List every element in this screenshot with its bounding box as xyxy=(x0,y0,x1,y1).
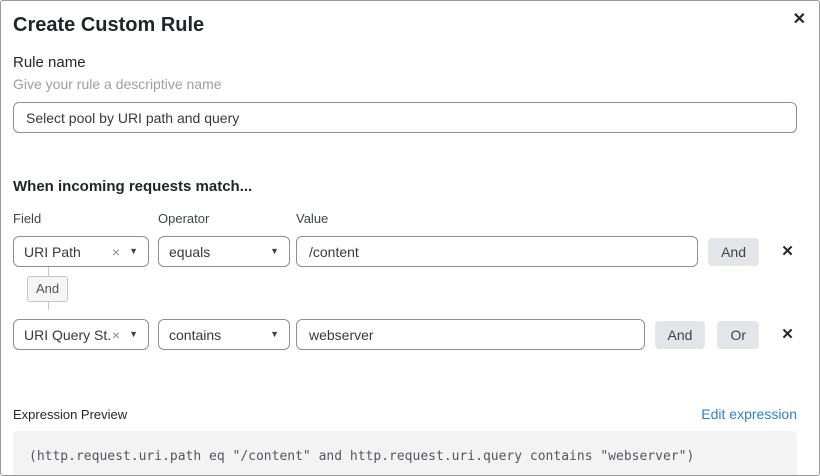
connector-buttons: And xyxy=(708,237,759,266)
operator-select-value: equals xyxy=(169,243,211,260)
chevron-down-icon: ▼ xyxy=(270,329,279,339)
remove-condition-icon: ✕ xyxy=(781,243,794,260)
chevron-down-icon: ▼ xyxy=(129,329,138,339)
field-select[interactable]: URI Query St... × ▼ xyxy=(13,319,149,350)
value-column-label: Value xyxy=(296,211,329,226)
field-select-value: URI Path xyxy=(24,243,81,260)
field-column-label: Field xyxy=(13,211,42,226)
and-connector-badge: And xyxy=(26,275,69,302)
operator-select[interactable]: contains ▼ xyxy=(158,319,290,350)
clear-icon[interactable]: × xyxy=(111,243,121,260)
chevron-down-icon: ▼ xyxy=(270,246,279,256)
add-and-condition-button[interactable]: And xyxy=(654,320,706,349)
operator-column-label: Operator xyxy=(158,211,210,226)
add-and-condition-button[interactable]: And xyxy=(708,237,759,266)
edit-expression-link[interactable]: Edit expression xyxy=(701,406,797,422)
rule-name-label: Rule name xyxy=(13,54,86,71)
close-icon: ✕ xyxy=(792,11,806,28)
expression-preview-label: Expression Preview xyxy=(13,407,128,422)
remove-condition-button[interactable]: ✕ xyxy=(778,244,797,259)
close-button[interactable]: ✕ xyxy=(789,8,810,32)
add-or-condition-button[interactable]: Or xyxy=(717,320,759,349)
match-heading: When incoming requests match... xyxy=(13,178,253,195)
expression-code: (http.request.uri.path eq "/content" and… xyxy=(13,431,797,475)
clear-icon[interactable]: × xyxy=(111,326,121,343)
value-input[interactable] xyxy=(296,319,645,350)
field-select-value: URI Query St... xyxy=(24,326,112,343)
condition-connector: And xyxy=(26,267,69,310)
condition-row-1: URI Path × ▼ equals ▼ And ✕ xyxy=(13,236,797,267)
expression-preview-header: Expression Preview Edit expression xyxy=(13,406,797,423)
condition-row-2: URI Query St... × ▼ contains ▼ And Or ✕ xyxy=(13,319,797,350)
operator-select-value: contains xyxy=(169,326,222,343)
operator-select[interactable]: equals ▼ xyxy=(158,236,290,267)
rule-name-input[interactable] xyxy=(13,102,797,133)
rule-name-hint: Give your rule a descriptive name xyxy=(13,76,222,92)
dialog-title: Create Custom Rule xyxy=(13,14,205,36)
connector-buttons: And Or xyxy=(654,320,759,349)
value-input[interactable] xyxy=(296,236,699,267)
remove-condition-button[interactable]: ✕ xyxy=(778,327,797,342)
field-select[interactable]: URI Path × ▼ xyxy=(13,236,149,267)
remove-condition-icon: ✕ xyxy=(781,326,794,343)
condition-column-headers: Field Operator Value xyxy=(13,211,797,227)
chevron-down-icon: ▼ xyxy=(129,246,138,256)
